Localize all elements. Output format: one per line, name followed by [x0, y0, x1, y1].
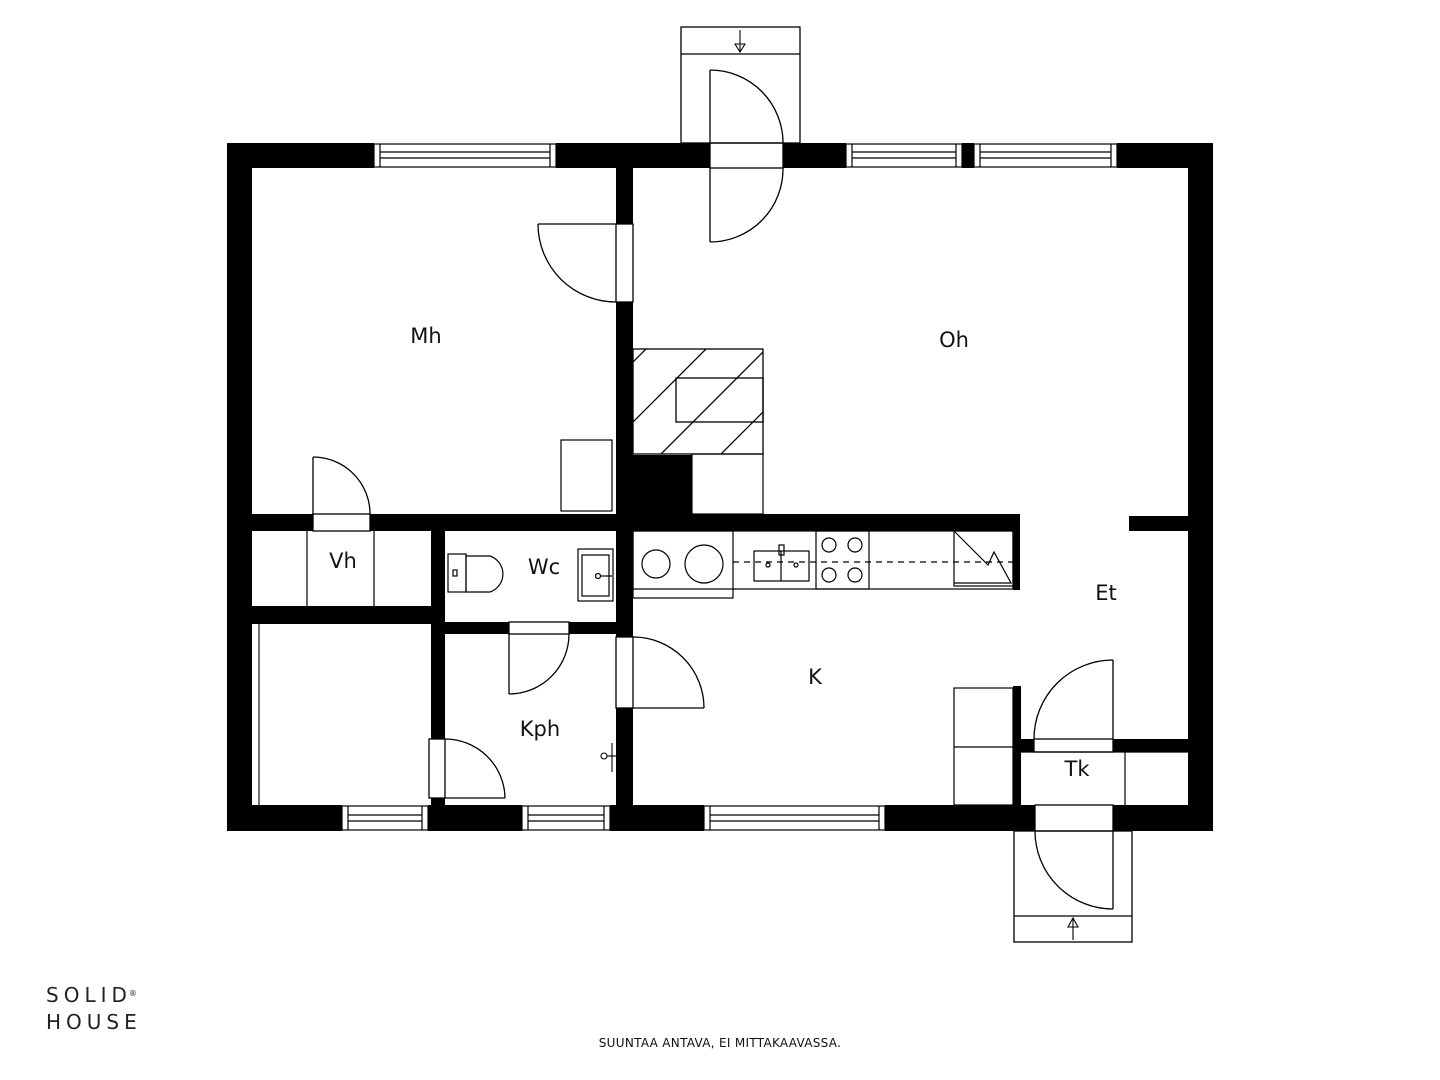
- arrow-up-icon: [1067, 916, 1079, 940]
- room-label-wc: Wc: [528, 555, 560, 579]
- room-label-vh: Vh: [329, 549, 357, 573]
- room-label-oh: Oh: [939, 328, 969, 352]
- room-label-tk: Tk: [1064, 757, 1091, 781]
- tk-shelves: [1021, 751, 1188, 805]
- door-kph-storage: [428, 738, 506, 799]
- disclaimer-text: SUUNTAA ANTAVA, EI MITTAKAAVASSA.: [598, 1036, 842, 1050]
- doors: [312, 26, 1133, 943]
- room-label-kph: Kph: [520, 717, 560, 741]
- window-oh-top-2: [973, 143, 1118, 168]
- window-mh-top: [373, 143, 557, 168]
- logo-registered-mark: ®: [128, 989, 137, 998]
- shower-faucet-icon: [600, 743, 616, 772]
- door-wc: [508, 621, 570, 695]
- door-mh: [537, 223, 634, 303]
- room-label-mh: Mh: [410, 324, 441, 348]
- solidhouse-logo: SOLID® HOUSE: [46, 982, 142, 1036]
- stove-burner-icon: [641, 549, 671, 579]
- step-arrows: [734, 30, 1079, 940]
- dishwasher: [953, 530, 1014, 587]
- window-k-bottom: [703, 805, 886, 831]
- mh-cabinet: [560, 439, 613, 512]
- interior-walls: [252, 168, 1188, 806]
- stove-burner-icon: [684, 544, 724, 584]
- kitchen-sink-icon: [753, 544, 810, 582]
- door-vh: [312, 456, 371, 532]
- door-bottom-entrance: [1013, 804, 1133, 943]
- fireplace: [632, 348, 764, 515]
- sink-icon: [577, 548, 614, 602]
- arrow-down-icon: [734, 30, 746, 54]
- window-kph-bottom: [521, 805, 611, 831]
- logo-line-2: HOUSE: [46, 1010, 142, 1034]
- fridge: [632, 530, 734, 599]
- exterior-walls: [227, 143, 1213, 831]
- kitchen-counter: [632, 530, 1014, 590]
- door-top-entrance: [680, 26, 801, 243]
- window-oh-top-1: [845, 143, 963, 168]
- windows: [341, 143, 1118, 831]
- vh-fixtures: [306, 531, 375, 606]
- logo-line-1: SOLID: [46, 983, 132, 1007]
- cooktop-icon: [815, 530, 870, 590]
- room-label-k: K: [808, 665, 823, 689]
- window-storage-bottom: [341, 805, 429, 831]
- k-cabinet: [953, 687, 1014, 806]
- toilet-icon: [447, 553, 504, 593]
- door-tk: [1033, 659, 1114, 753]
- room-label-et: Et: [1095, 581, 1117, 605]
- door-kph-k: [615, 636, 705, 709]
- wc-fixtures: [447, 548, 614, 602]
- room-labels: Mh Oh Vh Wc Et K Kph Tk: [329, 324, 1117, 781]
- kitchen-fixtures: [632, 530, 1014, 599]
